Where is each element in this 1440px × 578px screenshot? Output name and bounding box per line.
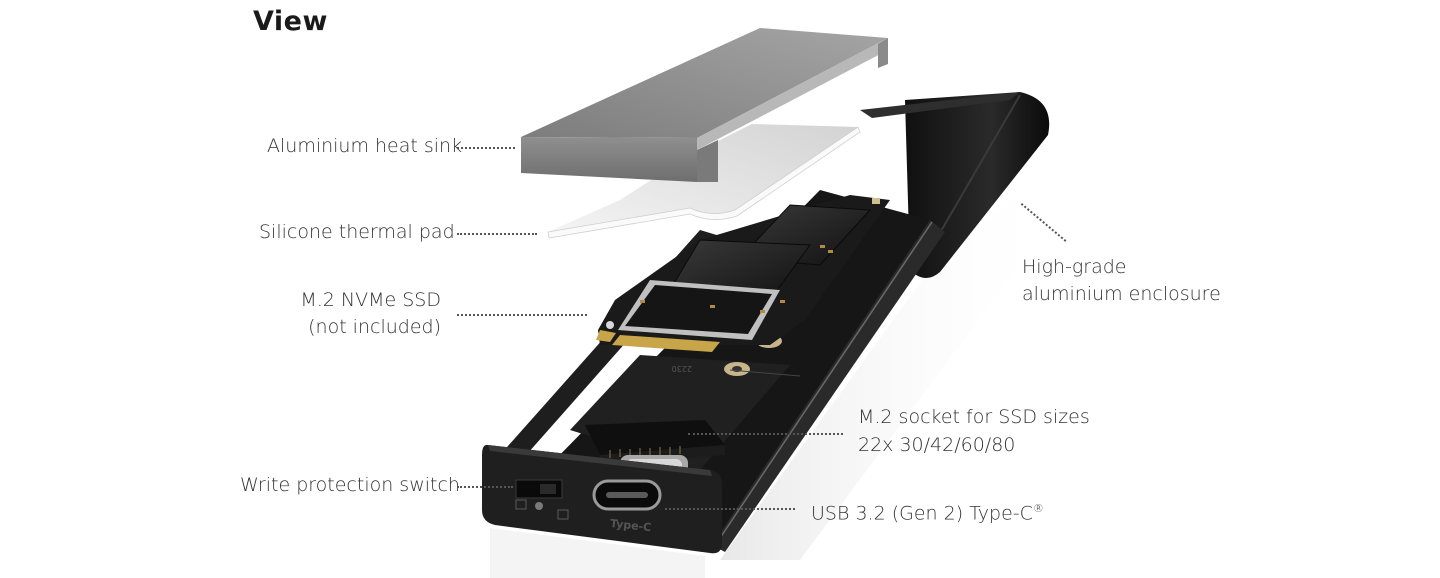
leader-line-heat-sink (457, 147, 515, 149)
callout-thermal-pad: Silicone thermal pad (259, 221, 455, 243)
callout-usb-text: USB 3.2 (Gen 2) Type-C (811, 502, 1033, 525)
ssd-board (596, 195, 890, 352)
usb-c-port[interactable] (592, 479, 662, 511)
callout-socket-line2: 22x 30/42/60/80 (858, 434, 1016, 456)
port-label: Type-C (609, 517, 651, 534)
enclosure-shadow (720, 180, 1060, 560)
registered-trademark: ® (1032, 502, 1044, 515)
write-protection-switch[interactable] (515, 479, 569, 520)
leader-line-ssd (457, 314, 587, 316)
lock-icon (515, 499, 527, 510)
callout-ssd-line2: (not included) (308, 316, 441, 338)
leader-line-write-protect (457, 486, 513, 488)
callout-socket-line1: M.2 socket for SSD sizes (858, 406, 1090, 428)
callout-enclosure-line1: High-grade (1022, 256, 1127, 278)
callout-heat-sink: Aluminium heat sink (267, 135, 463, 157)
leader-line-usb (665, 508, 795, 510)
led-indicator (535, 502, 543, 510)
front-faceplate: Type-C (482, 444, 722, 578)
leader-line-socket (688, 433, 843, 435)
callout-ssd-line1: M.2 NVMe SSD (300, 289, 441, 311)
callout-enclosure-line2: aluminium enclosure (1022, 283, 1221, 305)
callout-write-protect: Write protection switch (240, 474, 460, 496)
callout-usb: USB 3.2 (Gen 2) Type-C® (811, 495, 1044, 527)
board-marking: 2230 (672, 364, 692, 373)
unlock-icon (557, 509, 569, 520)
heat-sink (521, 28, 888, 182)
page-title: View (253, 6, 328, 37)
leader-line-thermal-pad (457, 233, 537, 235)
